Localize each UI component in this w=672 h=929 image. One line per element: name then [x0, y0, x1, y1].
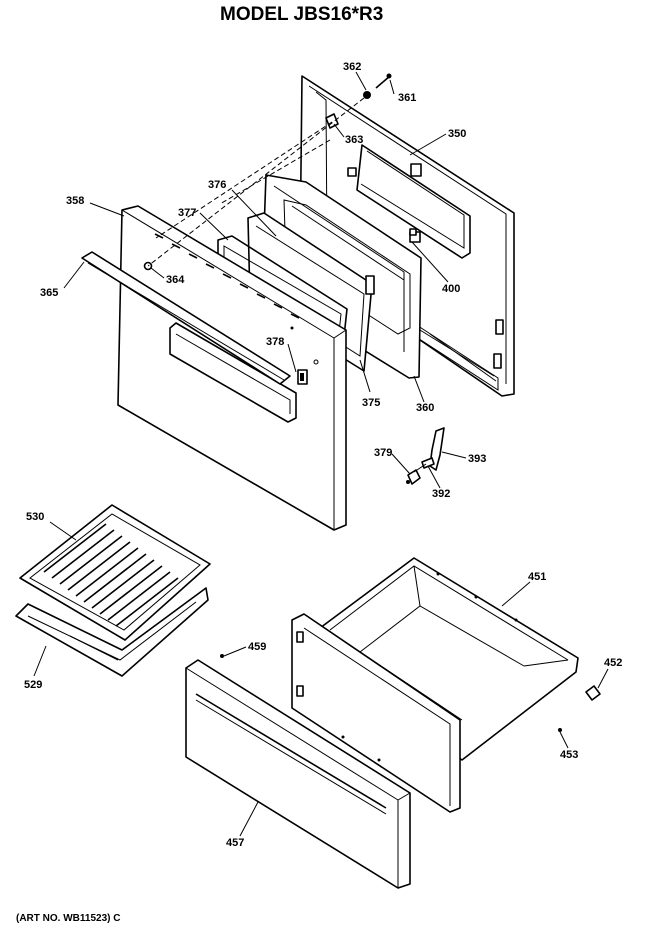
- label-400: 400: [442, 283, 460, 295]
- drawer-inner-front: [291, 613, 461, 813]
- label-361: 361: [398, 92, 416, 104]
- label-364: 364: [166, 274, 185, 286]
- door-front-panel-358: [117, 205, 347, 531]
- label-363: 363: [345, 134, 363, 146]
- label-529: 529: [24, 679, 42, 691]
- vent-slots: [154, 233, 300, 319]
- hinge-hardware: [325, 73, 392, 129]
- label-453: 453: [560, 749, 578, 761]
- label-377: 377: [178, 207, 196, 219]
- label-379: 379: [374, 447, 392, 459]
- door-inner-panel-350: [299, 75, 515, 397]
- label-451: 451: [528, 571, 546, 583]
- broiler-pan-529: [15, 587, 209, 677]
- label-393: 393: [468, 453, 486, 465]
- part-labels: 362 361 363 350 376 358 377 364 365 400 …: [24, 61, 622, 849]
- label-358: 358: [66, 195, 84, 207]
- label-452: 452: [604, 657, 622, 669]
- art-number-footer: (ART NO. WB11523) C: [16, 913, 120, 924]
- label-530: 530: [26, 511, 44, 523]
- latch-parts: [406, 427, 445, 485]
- label-376: 376: [208, 179, 226, 191]
- broiler-rack-530: [19, 504, 211, 641]
- label-378: 378: [266, 336, 284, 348]
- leader-lines: [33, 71, 609, 837]
- label-375: 375: [362, 397, 380, 409]
- drawer-hardware: [220, 654, 601, 732]
- door-handle-365: [81, 251, 291, 385]
- label-392: 392: [432, 488, 450, 500]
- drawer-front-457: [185, 659, 411, 889]
- label-457: 457: [226, 837, 244, 849]
- label-362: 362: [343, 61, 361, 73]
- label-365: 365: [40, 287, 58, 299]
- label-360: 360: [416, 402, 434, 414]
- label-350: 350: [448, 128, 466, 140]
- assembly-lines: [147, 97, 365, 267]
- rack-slots: [43, 523, 179, 627]
- diagram-title: MODEL JBS16*R3: [220, 4, 383, 25]
- label-459: 459: [248, 641, 266, 653]
